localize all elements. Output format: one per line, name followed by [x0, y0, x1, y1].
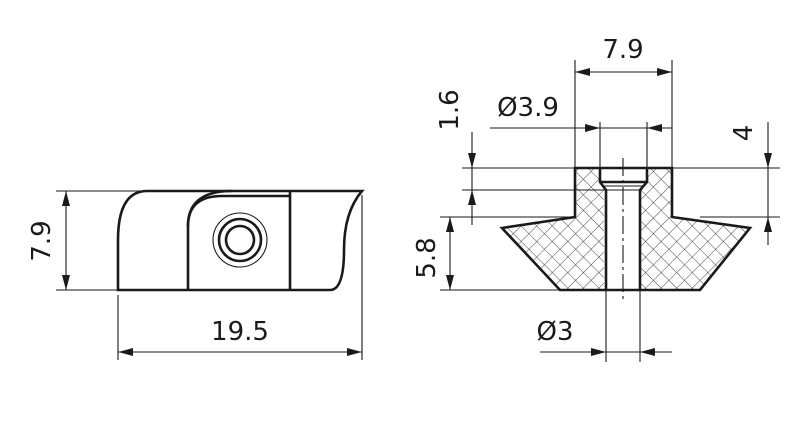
- left-height-label: 5.8: [412, 237, 442, 278]
- section-width-label: 7.9: [602, 35, 643, 65]
- right-height-label: 4: [729, 125, 759, 142]
- side-height-label: 7.9: [27, 220, 57, 261]
- section-top-label: 1.6: [435, 89, 465, 130]
- side-length-label: 19.5: [211, 317, 269, 347]
- section-outline: [499, 166, 753, 292]
- side-view: 7.9 19.5: [27, 189, 365, 360]
- bottom-dia-label: Ø3: [536, 317, 573, 347]
- side-view-pocket-curve: [186, 194, 290, 227]
- side-view-outline: [116, 189, 365, 292]
- thread-outer-circle: [212, 212, 268, 268]
- thread-inner-circle: [224, 224, 256, 256]
- section-hatch-right: [640, 168, 750, 290]
- thread-mid-circle: [217, 217, 263, 263]
- section-bore: [598, 168, 649, 290]
- section-hatch-left: [502, 168, 604, 290]
- section-view: 7.9 Ø3.9 1.6 4 5.8 Ø3: [412, 35, 780, 362]
- side-view-pocket: [186, 189, 292, 290]
- hole-dia-label: Ø3.9: [497, 93, 559, 123]
